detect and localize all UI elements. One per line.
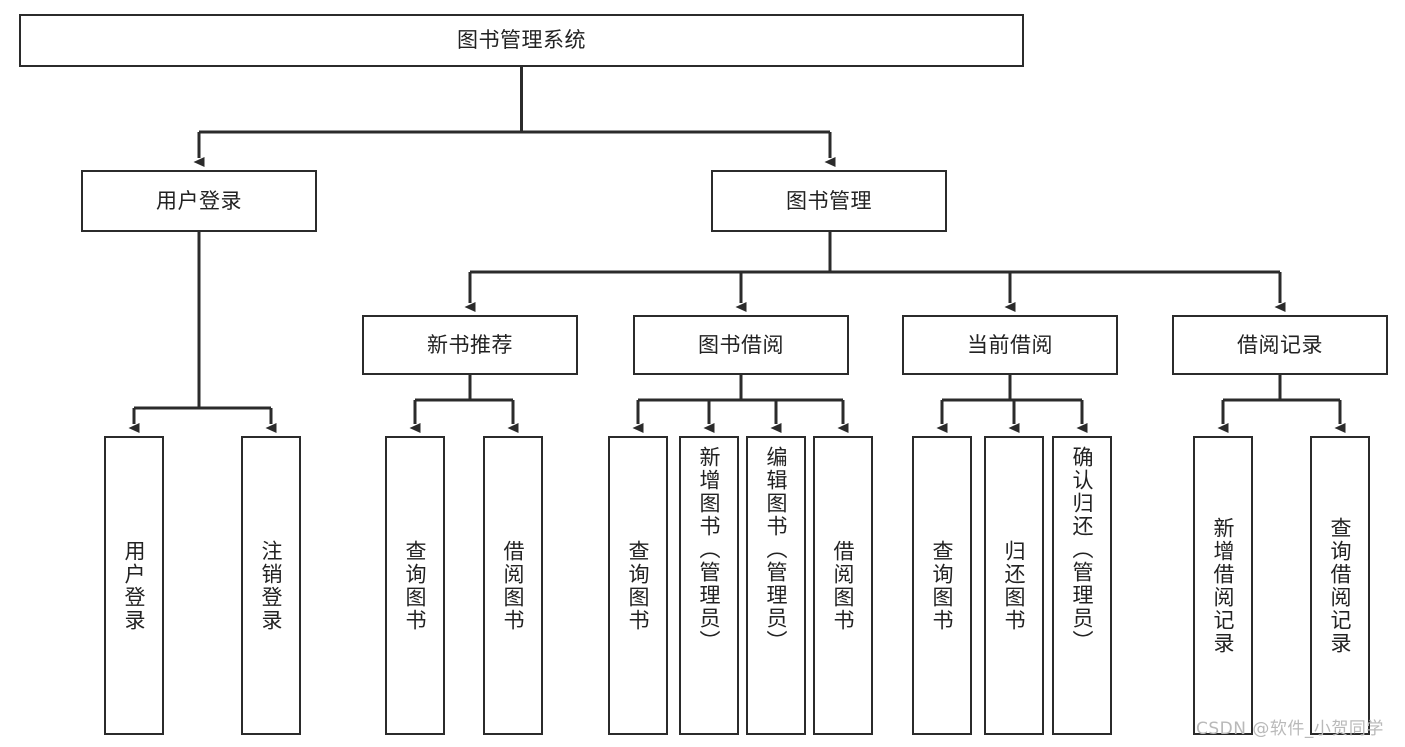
leaf-user-logout[interactable]: 注销登录 bbox=[241, 436, 301, 735]
leaf-return-book[interactable]: 归还图书 bbox=[984, 436, 1044, 735]
leaf-user-login[interactable]: 用户登录 bbox=[104, 436, 164, 735]
leaf-borrow-book-rec-label: 借阅图书 bbox=[501, 539, 526, 632]
leaf-borrow-book-rec[interactable]: 借阅图书 bbox=[483, 436, 543, 735]
node-book-management-label: 图书管理 bbox=[786, 188, 872, 213]
csdn-watermark: CSDN @软件_小贺同学 bbox=[1196, 719, 1384, 739]
node-new-book-recommend[interactable]: 新书推荐 bbox=[362, 315, 578, 375]
leaf-query-borrow-record-label: 查询借阅记录 bbox=[1328, 516, 1353, 655]
node-user-login[interactable]: 用户登录 bbox=[81, 170, 317, 232]
node-user-login-label: 用户登录 bbox=[156, 188, 242, 213]
leaf-borrow-book-label: 借阅图书 bbox=[831, 539, 856, 632]
leaf-user-login-label: 用户登录 bbox=[122, 539, 147, 632]
node-borrow-records[interactable]: 借阅记录 bbox=[1172, 315, 1388, 375]
node-book-management[interactable]: 图书管理 bbox=[711, 170, 947, 232]
leaf-query-book-rec[interactable]: 查询图书 bbox=[385, 436, 445, 735]
leaf-add-book-admin[interactable]: 新增图书（管理员） bbox=[679, 436, 739, 735]
leaf-query-book-borrow-label: 查询图书 bbox=[626, 539, 651, 632]
leaf-borrow-book[interactable]: 借阅图书 bbox=[813, 436, 873, 735]
leaf-query-book-rec-label: 查询图书 bbox=[403, 539, 428, 632]
node-book-borrow[interactable]: 图书借阅 bbox=[633, 315, 849, 375]
node-new-book-recommend-label: 新书推荐 bbox=[427, 332, 513, 357]
node-current-borrow[interactable]: 当前借阅 bbox=[902, 315, 1118, 375]
leaf-add-borrow-record-label: 新增借阅记录 bbox=[1211, 516, 1236, 655]
node-borrow-records-label: 借阅记录 bbox=[1237, 332, 1323, 357]
node-root-label: 图书管理系统 bbox=[457, 28, 586, 53]
leaf-return-book-label: 归还图书 bbox=[1002, 539, 1027, 632]
leaf-confirm-return-admin[interactable]: 确认归还（管理员） bbox=[1052, 436, 1112, 735]
leaf-add-book-admin-label: 新增图书（管理员） bbox=[697, 446, 722, 653]
leaf-query-borrow-record[interactable]: 查询借阅记录 bbox=[1310, 436, 1370, 735]
node-book-borrow-label: 图书借阅 bbox=[698, 332, 784, 357]
node-current-borrow-label: 当前借阅 bbox=[967, 332, 1053, 357]
leaf-edit-book-admin[interactable]: 编辑图书（管理员） bbox=[746, 436, 806, 735]
leaf-query-book-cur-label: 查询图书 bbox=[930, 539, 955, 632]
leaf-confirm-return-admin-label: 确认归还（管理员） bbox=[1070, 446, 1095, 653]
leaf-edit-book-admin-label: 编辑图书（管理员） bbox=[764, 446, 789, 653]
leaf-add-borrow-record[interactable]: 新增借阅记录 bbox=[1193, 436, 1253, 735]
leaf-user-logout-label: 注销登录 bbox=[259, 539, 284, 632]
leaf-query-book-borrow[interactable]: 查询图书 bbox=[608, 436, 668, 735]
node-root[interactable]: 图书管理系统 bbox=[19, 14, 1024, 67]
leaf-query-book-cur[interactable]: 查询图书 bbox=[912, 436, 972, 735]
